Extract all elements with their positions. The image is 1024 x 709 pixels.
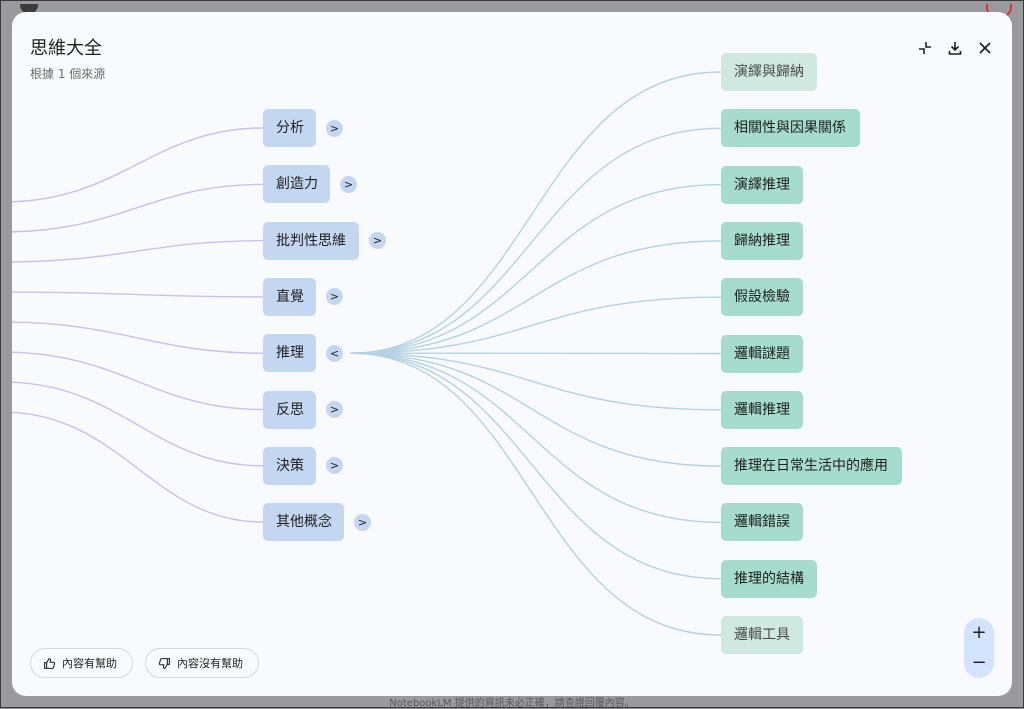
zoom-out-button[interactable]: − (964, 648, 994, 678)
expand-toggle[interactable]: > (340, 176, 357, 193)
not-helpful-label: 內容沒有幫助 (177, 655, 243, 671)
connector-left (12, 241, 263, 262)
mindmap-subnode[interactable]: 相關性與因果關係 (721, 109, 860, 147)
mindmap-node[interactable]: 反思 (263, 391, 316, 429)
connector-right (350, 353, 721, 466)
mindmap-dialog: 思維大全 根據 1 個來源 分析>創造力>批判性思維>直覺>推理<反思>決策>其… (12, 12, 1012, 696)
expand-toggle[interactable]: > (326, 401, 343, 418)
mindmap-subnode[interactable]: 邏輯工具 (721, 616, 803, 654)
connector-left (12, 322, 263, 353)
mindmap-node[interactable]: 其他概念 (263, 503, 344, 541)
connector-left (12, 128, 263, 202)
mindmap-node[interactable]: 推理 (263, 334, 316, 372)
helpful-button[interactable]: 內容有幫助 (30, 648, 133, 678)
disclaimer-text: NotebookLM 提供的資訊未必正確，請查證回覆內容。 (0, 694, 1024, 709)
mindmap-subnode[interactable]: 演繹與歸納 (721, 53, 817, 91)
thumbs-down-icon (158, 657, 171, 670)
mindmap-subnode[interactable]: 演繹推理 (721, 166, 803, 204)
mindmap-subnode[interactable]: 假設檢驗 (721, 278, 803, 316)
connector-left (12, 292, 263, 297)
connector-left (12, 412, 263, 522)
connector-left (12, 352, 263, 410)
mindmap-subnode[interactable]: 推理的結構 (721, 560, 817, 598)
mindmap-node[interactable]: 直覺 (263, 278, 316, 316)
mindmap-subnode[interactable]: 邏輯謎題 (721, 335, 803, 373)
mindmap-node[interactable]: 批判性思維 (263, 222, 359, 260)
mindmap-subnode[interactable]: 推理在日常生活中的應用 (721, 447, 902, 485)
mindmap-subnode[interactable]: 邏輯推理 (721, 391, 803, 429)
connector-right (350, 128, 721, 353)
expand-toggle[interactable]: > (354, 514, 371, 531)
mindmap-connectors (12, 12, 1012, 696)
expand-toggle[interactable]: > (326, 120, 343, 137)
helpful-label: 內容有幫助 (62, 655, 117, 671)
not-helpful-button[interactable]: 內容沒有幫助 (145, 648, 259, 678)
mindmap-subnode[interactable]: 邏輯錯誤 (721, 503, 803, 541)
mindmap-subnode[interactable]: 歸納推理 (721, 222, 803, 260)
zoom-in-button[interactable]: + (964, 618, 994, 648)
zoom-controls: + − (964, 618, 994, 678)
connector-right (350, 72, 721, 353)
connector-left (12, 184, 263, 232)
connector-left (12, 382, 263, 466)
expand-toggle[interactable]: > (369, 232, 386, 249)
expand-toggle[interactable]: < (326, 345, 343, 362)
thumbs-up-icon (43, 657, 56, 670)
connector-right (350, 241, 721, 353)
mindmap-node[interactable]: 分析 (263, 109, 316, 147)
mindmap-node[interactable]: 決策 (263, 447, 316, 485)
connector-right (350, 353, 721, 635)
mindmap-node[interactable]: 創造力 (263, 165, 330, 203)
connector-right (350, 353, 721, 579)
